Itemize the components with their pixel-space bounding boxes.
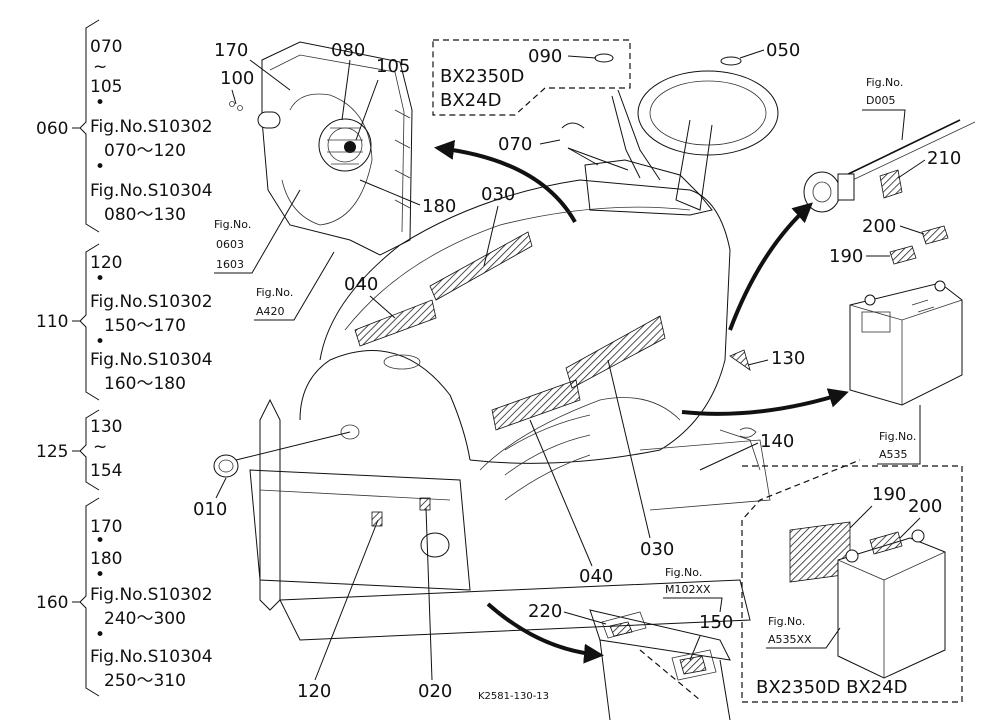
callout-100: 100 [220, 68, 254, 89]
group-160: 160 170 • 180 • Fig.No.S10302 240～300 • … [36, 497, 213, 697]
group-line: 130 [90, 417, 122, 437]
model-name: BX24D [440, 90, 501, 111]
group-line: • [95, 269, 105, 289]
decal-040-top [354, 299, 437, 347]
group-line: • [95, 625, 105, 645]
group-line: 240～300 [104, 609, 186, 629]
group-ref: 110 [36, 312, 68, 332]
callout-210: 210 [927, 148, 961, 169]
decal-030-top [429, 231, 533, 301]
callout-040: 040 [579, 566, 613, 587]
model-name: BX2350D [440, 66, 524, 87]
callout-050: 050 [766, 40, 800, 61]
battery-drawing [849, 225, 963, 406]
group-line: Fig.No.S10302 [90, 585, 213, 605]
callout-190: 190 [829, 246, 863, 267]
group-line: • [95, 93, 105, 113]
group-line: 080～130 [104, 205, 186, 225]
shaft-drawing [803, 119, 976, 213]
figref-line: Fig.No. [866, 76, 903, 89]
figref-line: M102XX [665, 583, 711, 596]
group-line: • [95, 157, 105, 177]
callout-180: 180 [422, 196, 456, 217]
figref-line: D005 [866, 94, 895, 107]
callout-090: 090 [528, 46, 562, 67]
callout-200: 200 [908, 496, 942, 517]
drawing-id: K2581-130-13 [478, 691, 549, 702]
group-line: Fig.No.S10304 [90, 350, 213, 370]
figref-line: A420 [256, 305, 285, 318]
model-box-bottom: 190 200 Fig.No. A535XX BX2350D BX24D [741, 459, 963, 703]
callout-010: 010 [193, 499, 227, 520]
group-125: 125 130 ~ 154 [36, 409, 122, 491]
callout-105: 105 [376, 56, 410, 77]
figref-line: Fig.No. [768, 615, 805, 628]
decal-040-side [491, 379, 581, 431]
group-line: 150～170 [104, 316, 186, 336]
group-line: Fig.No.S10302 [90, 292, 213, 312]
group-060: 060 070 ~ 105 • Fig.No.S10302 070～120 • … [36, 19, 213, 233]
callout-220: 220 [528, 601, 562, 622]
figref-line: A535 [879, 448, 908, 461]
group-ref: 060 [36, 119, 68, 139]
group-line: ~ [93, 57, 107, 77]
group-110: 110 120 • Fig.No.S10302 150～170 • Fig.No… [36, 243, 213, 401]
figref-line: Fig.No. [665, 566, 702, 579]
callout-080: 080 [331, 40, 365, 61]
group-line: • [95, 565, 105, 585]
group-line: Fig.No.S10304 [90, 647, 213, 667]
group-line: • [95, 332, 105, 352]
group-ref: 160 [36, 593, 68, 613]
callout-130: 130 [771, 348, 805, 369]
callout-120: 120 [297, 681, 331, 702]
group-line: • [95, 531, 105, 551]
callout-200: 200 [862, 216, 896, 237]
figref-line: Fig.No. [214, 218, 251, 231]
group-line: 105 [90, 77, 122, 97]
figref-line: Fig.No. [879, 430, 916, 443]
tractor-body [249, 159, 771, 641]
steering-drawing [611, 56, 779, 211]
group-line: 250～310 [104, 671, 186, 691]
group-line: 070～120 [104, 141, 186, 161]
part-010-drawing [213, 454, 239, 478]
figref-line: Fig.No. [256, 286, 293, 299]
group-line: 070 [90, 37, 122, 57]
figref-line: A535XX [768, 633, 812, 646]
figref-line: 1603 [216, 258, 244, 271]
group-line: 154 [90, 461, 122, 481]
model-names: BX2350D BX24D [756, 677, 908, 698]
callout-190: 190 [872, 484, 906, 505]
group-line: 180 [90, 549, 122, 569]
callout-040: 040 [344, 274, 378, 295]
group-ref: 125 [36, 442, 68, 462]
callout-020: 020 [418, 681, 452, 702]
decal-030-side [565, 315, 666, 389]
group-line: 160～180 [104, 374, 186, 394]
callout-030: 030 [640, 539, 674, 560]
callout-150: 150 [699, 612, 733, 633]
callout-070: 070 [498, 134, 532, 155]
callout-030: 030 [481, 184, 515, 205]
group-line: ~ [93, 437, 107, 457]
callout-170: 170 [214, 40, 248, 61]
figref-line: 0603 [216, 238, 244, 251]
group-line: 170 [90, 517, 122, 537]
fan-shroud-drawing [229, 41, 413, 256]
model-box-top: BX2350D BX24D 090 [432, 39, 631, 116]
callout-140: 140 [760, 431, 794, 452]
group-line: Fig.No.S10304 [90, 181, 213, 201]
group-line: 120 [90, 253, 122, 273]
group-line: Fig.No.S10302 [90, 117, 213, 137]
